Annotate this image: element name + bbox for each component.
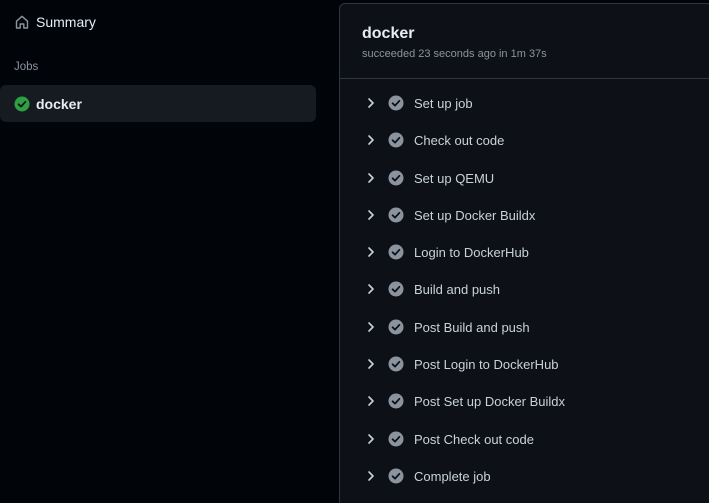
step-row[interactable]: Post Check out code (340, 421, 709, 458)
chevron-right-icon (368, 210, 374, 220)
step-label: Complete job (414, 468, 491, 484)
step-label: Post Login to DockerHub (414, 357, 559, 373)
step-success-icon (388, 170, 404, 186)
home-icon (15, 15, 29, 29)
sidebar: Summary Jobs docker (0, 0, 330, 503)
step-row[interactable]: Post Set up Docker Buildx (340, 383, 709, 420)
job-title: docker (362, 25, 415, 42)
chevron-right-icon (368, 471, 374, 481)
step-row[interactable]: Complete job (340, 458, 709, 495)
step-row[interactable]: Set up job (340, 85, 709, 122)
job-status-meta: succeeded 23 seconds ago in 1m 37s (362, 48, 547, 60)
step-success-icon (388, 132, 404, 148)
sidebar-job-label: docker (36, 96, 82, 112)
step-success-icon (388, 244, 404, 260)
step-success-icon (388, 431, 404, 447)
step-label: Check out code (414, 133, 505, 149)
step-row[interactable]: Set up Docker Buildx (340, 197, 709, 234)
step-row[interactable]: Set up QEMU (340, 160, 709, 197)
step-row[interactable]: Post Login to DockerHub (340, 346, 709, 383)
step-row[interactable]: Check out code (340, 122, 709, 159)
step-label: Set up Docker Buildx (414, 207, 536, 223)
sidebar-job-docker[interactable]: docker (0, 85, 316, 122)
chevron-right-icon (368, 433, 374, 444)
chevron-right-icon (368, 284, 374, 295)
chevron-right-icon (368, 135, 374, 146)
step-label: Build and push (414, 282, 501, 298)
chevron-right-icon (368, 359, 374, 369)
success-check-icon (14, 96, 30, 112)
step-label: Post Set up Docker Buildx (414, 394, 566, 410)
step-success-icon (388, 319, 404, 335)
step-row[interactable]: Login to DockerHub (340, 234, 709, 271)
step-success-icon (388, 393, 404, 409)
chevron-right-icon (368, 98, 374, 108)
step-success-icon (388, 281, 404, 297)
step-label: Post Check out code (414, 431, 534, 447)
step-success-icon (388, 468, 404, 484)
step-row[interactable]: Build and push (340, 271, 709, 308)
chevron-right-icon (368, 172, 374, 183)
step-success-icon (388, 356, 404, 372)
chevron-right-icon (368, 321, 374, 332)
step-row[interactable]: Post Build and push (340, 309, 709, 346)
step-label: Set up QEMU (414, 170, 495, 186)
step-success-icon (388, 207, 404, 223)
step-label: Login to DockerHub (414, 245, 529, 261)
summary-link[interactable]: Summary (0, 4, 316, 40)
chevron-right-icon (368, 247, 374, 257)
jobs-heading: Jobs (14, 61, 39, 73)
summary-label: Summary (36, 14, 96, 30)
job-header: docker succeeded 23 seconds ago in 1m 37… (340, 4, 709, 79)
step-label: Set up job (414, 96, 473, 111)
chevron-right-icon (368, 396, 374, 407)
job-panel: docker succeeded 23 seconds ago in 1m 37… (339, 3, 709, 503)
step-label: Post Build and push (414, 319, 530, 335)
step-success-icon (388, 95, 404, 111)
